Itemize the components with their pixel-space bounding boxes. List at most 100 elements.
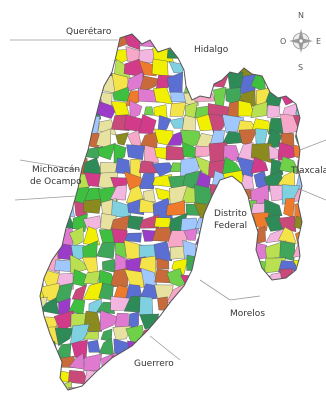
municipality-tile[interactable] xyxy=(55,189,72,203)
municipality-tile[interactable] xyxy=(167,323,187,345)
municipality-tile[interactable] xyxy=(180,343,201,355)
municipality-tile[interactable] xyxy=(195,217,216,229)
municipality-tile[interactable] xyxy=(195,340,214,357)
municipality-tile[interactable] xyxy=(266,16,284,35)
municipality-tile[interactable] xyxy=(110,267,129,287)
municipality-tile[interactable] xyxy=(222,381,242,399)
municipality-tile[interactable] xyxy=(236,229,256,246)
municipality-tile[interactable] xyxy=(238,32,255,49)
municipality-tile[interactable] xyxy=(227,71,244,90)
municipality-tile[interactable] xyxy=(224,394,239,410)
municipality-tile[interactable] xyxy=(281,65,299,80)
municipality-tile[interactable] xyxy=(250,156,269,174)
municipality-tile[interactable] xyxy=(195,301,209,317)
municipality-tile[interactable] xyxy=(279,396,295,410)
municipality-tile[interactable] xyxy=(208,113,229,137)
municipality-tile[interactable] xyxy=(153,241,173,262)
municipality-tile[interactable] xyxy=(41,352,58,373)
municipality-tile[interactable] xyxy=(115,157,131,175)
municipality-tile[interactable] xyxy=(83,369,104,388)
municipality-tile[interactable] xyxy=(138,75,160,94)
municipality-tile[interactable] xyxy=(210,368,228,387)
municipality-tile[interactable] xyxy=(171,337,187,357)
municipality-tile[interactable] xyxy=(224,17,243,31)
municipality-tile[interactable] xyxy=(295,171,309,190)
municipality-tile[interactable] xyxy=(277,325,297,346)
municipality-tile[interactable] xyxy=(44,99,61,119)
municipality-tile[interactable] xyxy=(223,170,244,189)
municipality-tile[interactable] xyxy=(40,198,62,217)
municipality-tile[interactable] xyxy=(238,129,258,145)
municipality-tile[interactable] xyxy=(27,100,46,121)
municipality-tiles[interactable] xyxy=(26,16,314,410)
municipality-tile[interactable] xyxy=(278,226,297,244)
municipality-tile[interactable] xyxy=(282,353,300,374)
municipality-tile[interactable] xyxy=(181,354,198,370)
municipality-tile[interactable] xyxy=(152,338,175,360)
municipality-tile[interactable] xyxy=(27,213,47,231)
municipality-tile[interactable] xyxy=(224,34,243,46)
municipality-tile[interactable] xyxy=(71,118,87,133)
municipality-tile[interactable] xyxy=(27,398,42,410)
municipality-tile[interactable] xyxy=(139,380,156,401)
municipality-tile[interactable] xyxy=(83,270,101,285)
municipality-tile[interactable] xyxy=(165,19,185,39)
municipality-tile[interactable] xyxy=(27,255,46,276)
municipality-tile[interactable] xyxy=(294,366,312,387)
municipality-tile[interactable] xyxy=(172,34,183,50)
municipality-tile[interactable] xyxy=(69,47,90,62)
municipality-tile[interactable] xyxy=(139,22,160,38)
municipality-tile[interactable] xyxy=(99,309,119,332)
municipality-tile[interactable] xyxy=(44,227,62,245)
municipality-tile[interactable] xyxy=(82,63,105,78)
municipality-tile[interactable] xyxy=(196,396,215,410)
municipality-tile[interactable] xyxy=(96,241,116,259)
municipality-tile[interactable] xyxy=(235,326,258,344)
municipality-tile[interactable] xyxy=(183,78,202,95)
municipality-tile[interactable] xyxy=(98,43,114,62)
municipality-tile[interactable] xyxy=(113,17,130,36)
municipality-tile[interactable] xyxy=(27,89,42,106)
municipality-tile[interactable] xyxy=(58,144,72,160)
municipality-tile[interactable] xyxy=(125,20,145,37)
municipality-tile[interactable] xyxy=(292,240,312,258)
municipality-tile[interactable] xyxy=(96,371,111,383)
municipality-tile[interactable] xyxy=(27,45,45,66)
municipality-tile[interactable] xyxy=(226,258,244,276)
municipality-tile[interactable] xyxy=(151,58,169,77)
municipality-tile[interactable] xyxy=(125,395,145,410)
municipality-tile[interactable] xyxy=(212,20,223,32)
municipality-tile[interactable] xyxy=(41,73,59,92)
municipality-tile[interactable] xyxy=(237,16,256,33)
municipality-tile[interactable] xyxy=(43,117,58,133)
municipality-tile[interactable] xyxy=(197,370,214,386)
municipality-tile[interactable] xyxy=(169,102,187,117)
municipality-tile[interactable] xyxy=(209,339,226,356)
municipality-tile[interactable] xyxy=(278,311,299,331)
municipality-tile[interactable] xyxy=(213,62,230,74)
municipality-tile[interactable] xyxy=(209,296,228,314)
municipality-tile[interactable] xyxy=(264,354,282,373)
municipality-tile[interactable] xyxy=(266,327,284,343)
municipality-tile[interactable] xyxy=(138,114,157,135)
municipality-tile[interactable] xyxy=(292,259,313,273)
municipality-tile[interactable] xyxy=(208,259,229,273)
municipality-tile[interactable] xyxy=(213,86,227,107)
municipality-tile[interactable] xyxy=(180,157,199,178)
municipality-tile[interactable] xyxy=(238,268,254,290)
municipality-tile[interactable] xyxy=(70,99,84,123)
municipality-tile[interactable] xyxy=(128,372,146,389)
municipality-tile[interactable] xyxy=(28,75,45,91)
municipality-tile[interactable] xyxy=(210,380,225,398)
municipality-tile[interactable] xyxy=(265,283,285,302)
municipality-tile[interactable] xyxy=(109,184,127,201)
municipality-tile[interactable] xyxy=(143,106,154,116)
municipality-tile[interactable] xyxy=(292,353,314,373)
municipality-tile[interactable] xyxy=(138,172,155,190)
municipality-tile[interactable] xyxy=(73,75,91,92)
municipality-tile[interactable] xyxy=(169,117,184,129)
municipality-tile[interactable] xyxy=(294,385,312,402)
municipality-tile[interactable] xyxy=(183,311,202,332)
municipality-tile[interactable] xyxy=(195,353,215,372)
municipality-tile[interactable] xyxy=(27,130,47,149)
